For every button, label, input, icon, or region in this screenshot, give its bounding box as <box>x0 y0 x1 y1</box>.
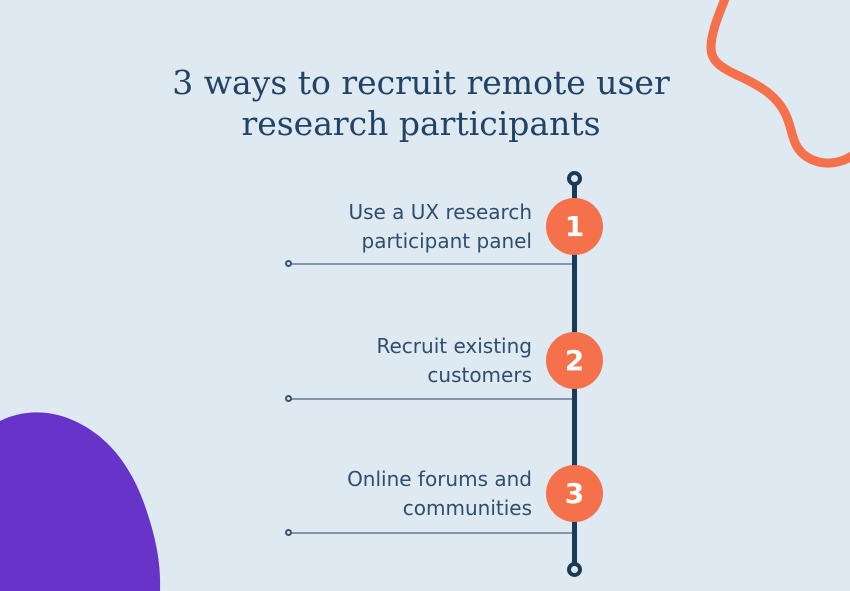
item-label-line: Online forums and <box>347 467 532 491</box>
item-label-line: customers <box>427 363 532 387</box>
item-label-line: participant panel <box>361 229 532 253</box>
item-label-line: Recruit existing <box>376 334 533 358</box>
connector-end-dot <box>285 260 292 267</box>
item-number-badge: 3 <box>546 465 603 522</box>
item-label-line: Use a UX research <box>348 200 532 224</box>
timeline-start-ring <box>567 171 582 186</box>
connector-end-dot <box>285 395 292 402</box>
item-connector-line <box>288 532 575 534</box>
orange-squiggle-line <box>706 0 850 168</box>
purple-blob-shape <box>0 412 161 591</box>
page-title: 3 ways to recruit remote user research p… <box>0 62 842 144</box>
item-number-badge: 1 <box>546 198 603 255</box>
connector-end-dot <box>285 529 292 536</box>
timeline-item-label: Recruit existing customers <box>212 332 533 390</box>
timeline-item-label: Use a UX research participant panel <box>212 198 532 256</box>
item-connector-line <box>288 398 575 400</box>
timeline-item-label: Online forums and communities <box>212 465 532 523</box>
page-title-line-2: research participants <box>241 104 601 143</box>
timeline-end-ring <box>567 562 582 577</box>
item-connector-line <box>288 263 575 265</box>
item-label-line: communities <box>402 496 532 520</box>
page-title-line-1: 3 ways to recruit remote user <box>172 63 670 102</box>
item-number-badge: 2 <box>546 332 603 389</box>
